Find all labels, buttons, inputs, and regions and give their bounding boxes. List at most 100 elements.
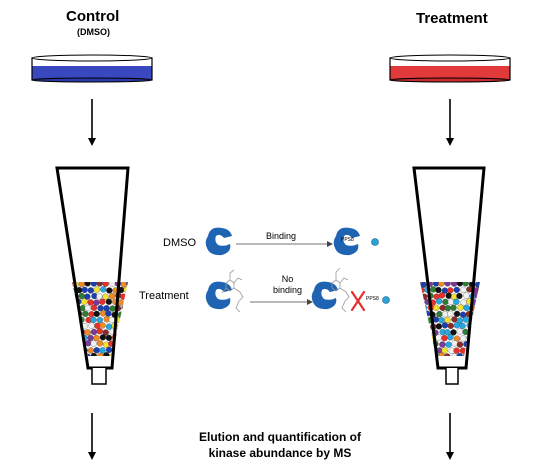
- bead: [474, 292, 480, 299]
- bead: [96, 293, 103, 300]
- bead: [84, 329, 91, 336]
- bead: [102, 282, 109, 287]
- probe-label-bound: PPS8: [341, 237, 354, 243]
- treatment-kinase-with-inhibitor-icon: [205, 269, 244, 313]
- bead: [468, 353, 476, 356]
- bead: [78, 282, 85, 288]
- bead: [120, 282, 127, 288]
- bead: [420, 317, 422, 324]
- bead: [96, 340, 104, 347]
- bead: [445, 292, 452, 299]
- bead: [423, 310, 430, 317]
- bead: [435, 286, 442, 294]
- bead: [72, 329, 73, 336]
- bead: [477, 298, 480, 305]
- bead: [72, 282, 74, 288]
- bead: [436, 310, 443, 318]
- bead: [82, 310, 89, 318]
- bead: [420, 292, 421, 299]
- bead: [450, 282, 458, 287]
- treatment-petri-dish: [389, 54, 511, 83]
- bead: [90, 304, 98, 311]
- bead: [103, 352, 110, 356]
- bead: [90, 316, 97, 324]
- bead: [117, 311, 125, 318]
- bead: [435, 323, 443, 330]
- bead: [90, 282, 97, 287]
- bead: [421, 293, 428, 300]
- bead: [453, 347, 460, 354]
- bead: [444, 304, 451, 312]
- bead: [421, 352, 428, 356]
- bead: [99, 334, 107, 341]
- bead: [420, 352, 422, 356]
- bead: [456, 352, 463, 356]
- bead: [72, 322, 77, 329]
- inhibitor-molecule-bound-icon: [331, 267, 350, 313]
- inhibitor-molecule-icon: [221, 269, 244, 313]
- bead: [84, 293, 91, 300]
- bead: [471, 334, 478, 341]
- bead: [438, 282, 445, 287]
- bead: [477, 334, 480, 341]
- bead: [124, 322, 128, 329]
- bead: [447, 322, 454, 329]
- bead: [126, 305, 128, 312]
- bead: [87, 334, 94, 342]
- bead: [435, 298, 443, 305]
- bead: [453, 286, 460, 294]
- binding-label: Binding: [266, 231, 297, 241]
- bead: [126, 282, 128, 287]
- bead: [462, 316, 470, 323]
- bead: [460, 286, 467, 294]
- bead: [103, 305, 110, 312]
- bead: [100, 310, 107, 317]
- bead: [463, 292, 470, 299]
- bead: [109, 305, 116, 312]
- bead: [99, 298, 106, 305]
- bead: [420, 335, 425, 342]
- bead: [456, 328, 463, 335]
- bead: [447, 287, 454, 294]
- bead: [420, 340, 422, 347]
- bead: [121, 353, 128, 356]
- bead: [420, 282, 421, 287]
- treatment-label: Treatment: [139, 290, 189, 302]
- bead: [72, 346, 76, 353]
- bead: [93, 310, 100, 318]
- bead: [73, 341, 80, 348]
- bead: [127, 292, 128, 300]
- bead: [118, 322, 125, 330]
- bead: [72, 341, 74, 348]
- bead: [120, 317, 127, 324]
- bead: [96, 328, 103, 335]
- bead: [97, 352, 104, 356]
- probe-bead-icon: [371, 238, 379, 246]
- bead: [471, 311, 479, 318]
- bead: [444, 316, 451, 324]
- no-binding-label: No binding: [273, 274, 303, 295]
- bead: [441, 347, 448, 354]
- bead: [451, 340, 458, 347]
- bead: [90, 328, 98, 336]
- no-binding-cross-icon: [350, 290, 366, 312]
- control-subtitle: (DMSO): [77, 27, 110, 37]
- bead: [474, 352, 480, 356]
- bead: [100, 286, 107, 293]
- bead: [453, 322, 461, 329]
- bead: [72, 328, 80, 335]
- bead: [105, 323, 113, 330]
- bead: [117, 346, 124, 353]
- bead: [421, 329, 428, 336]
- bead: [105, 346, 113, 353]
- bead: [456, 282, 464, 287]
- bead: [72, 305, 73, 312]
- bead: [463, 304, 470, 312]
- bead: [477, 322, 480, 330]
- bead: [97, 305, 104, 312]
- control-petri-dish: [31, 54, 153, 83]
- bead: [477, 347, 480, 354]
- bead: [456, 341, 464, 348]
- bead: [88, 311, 95, 318]
